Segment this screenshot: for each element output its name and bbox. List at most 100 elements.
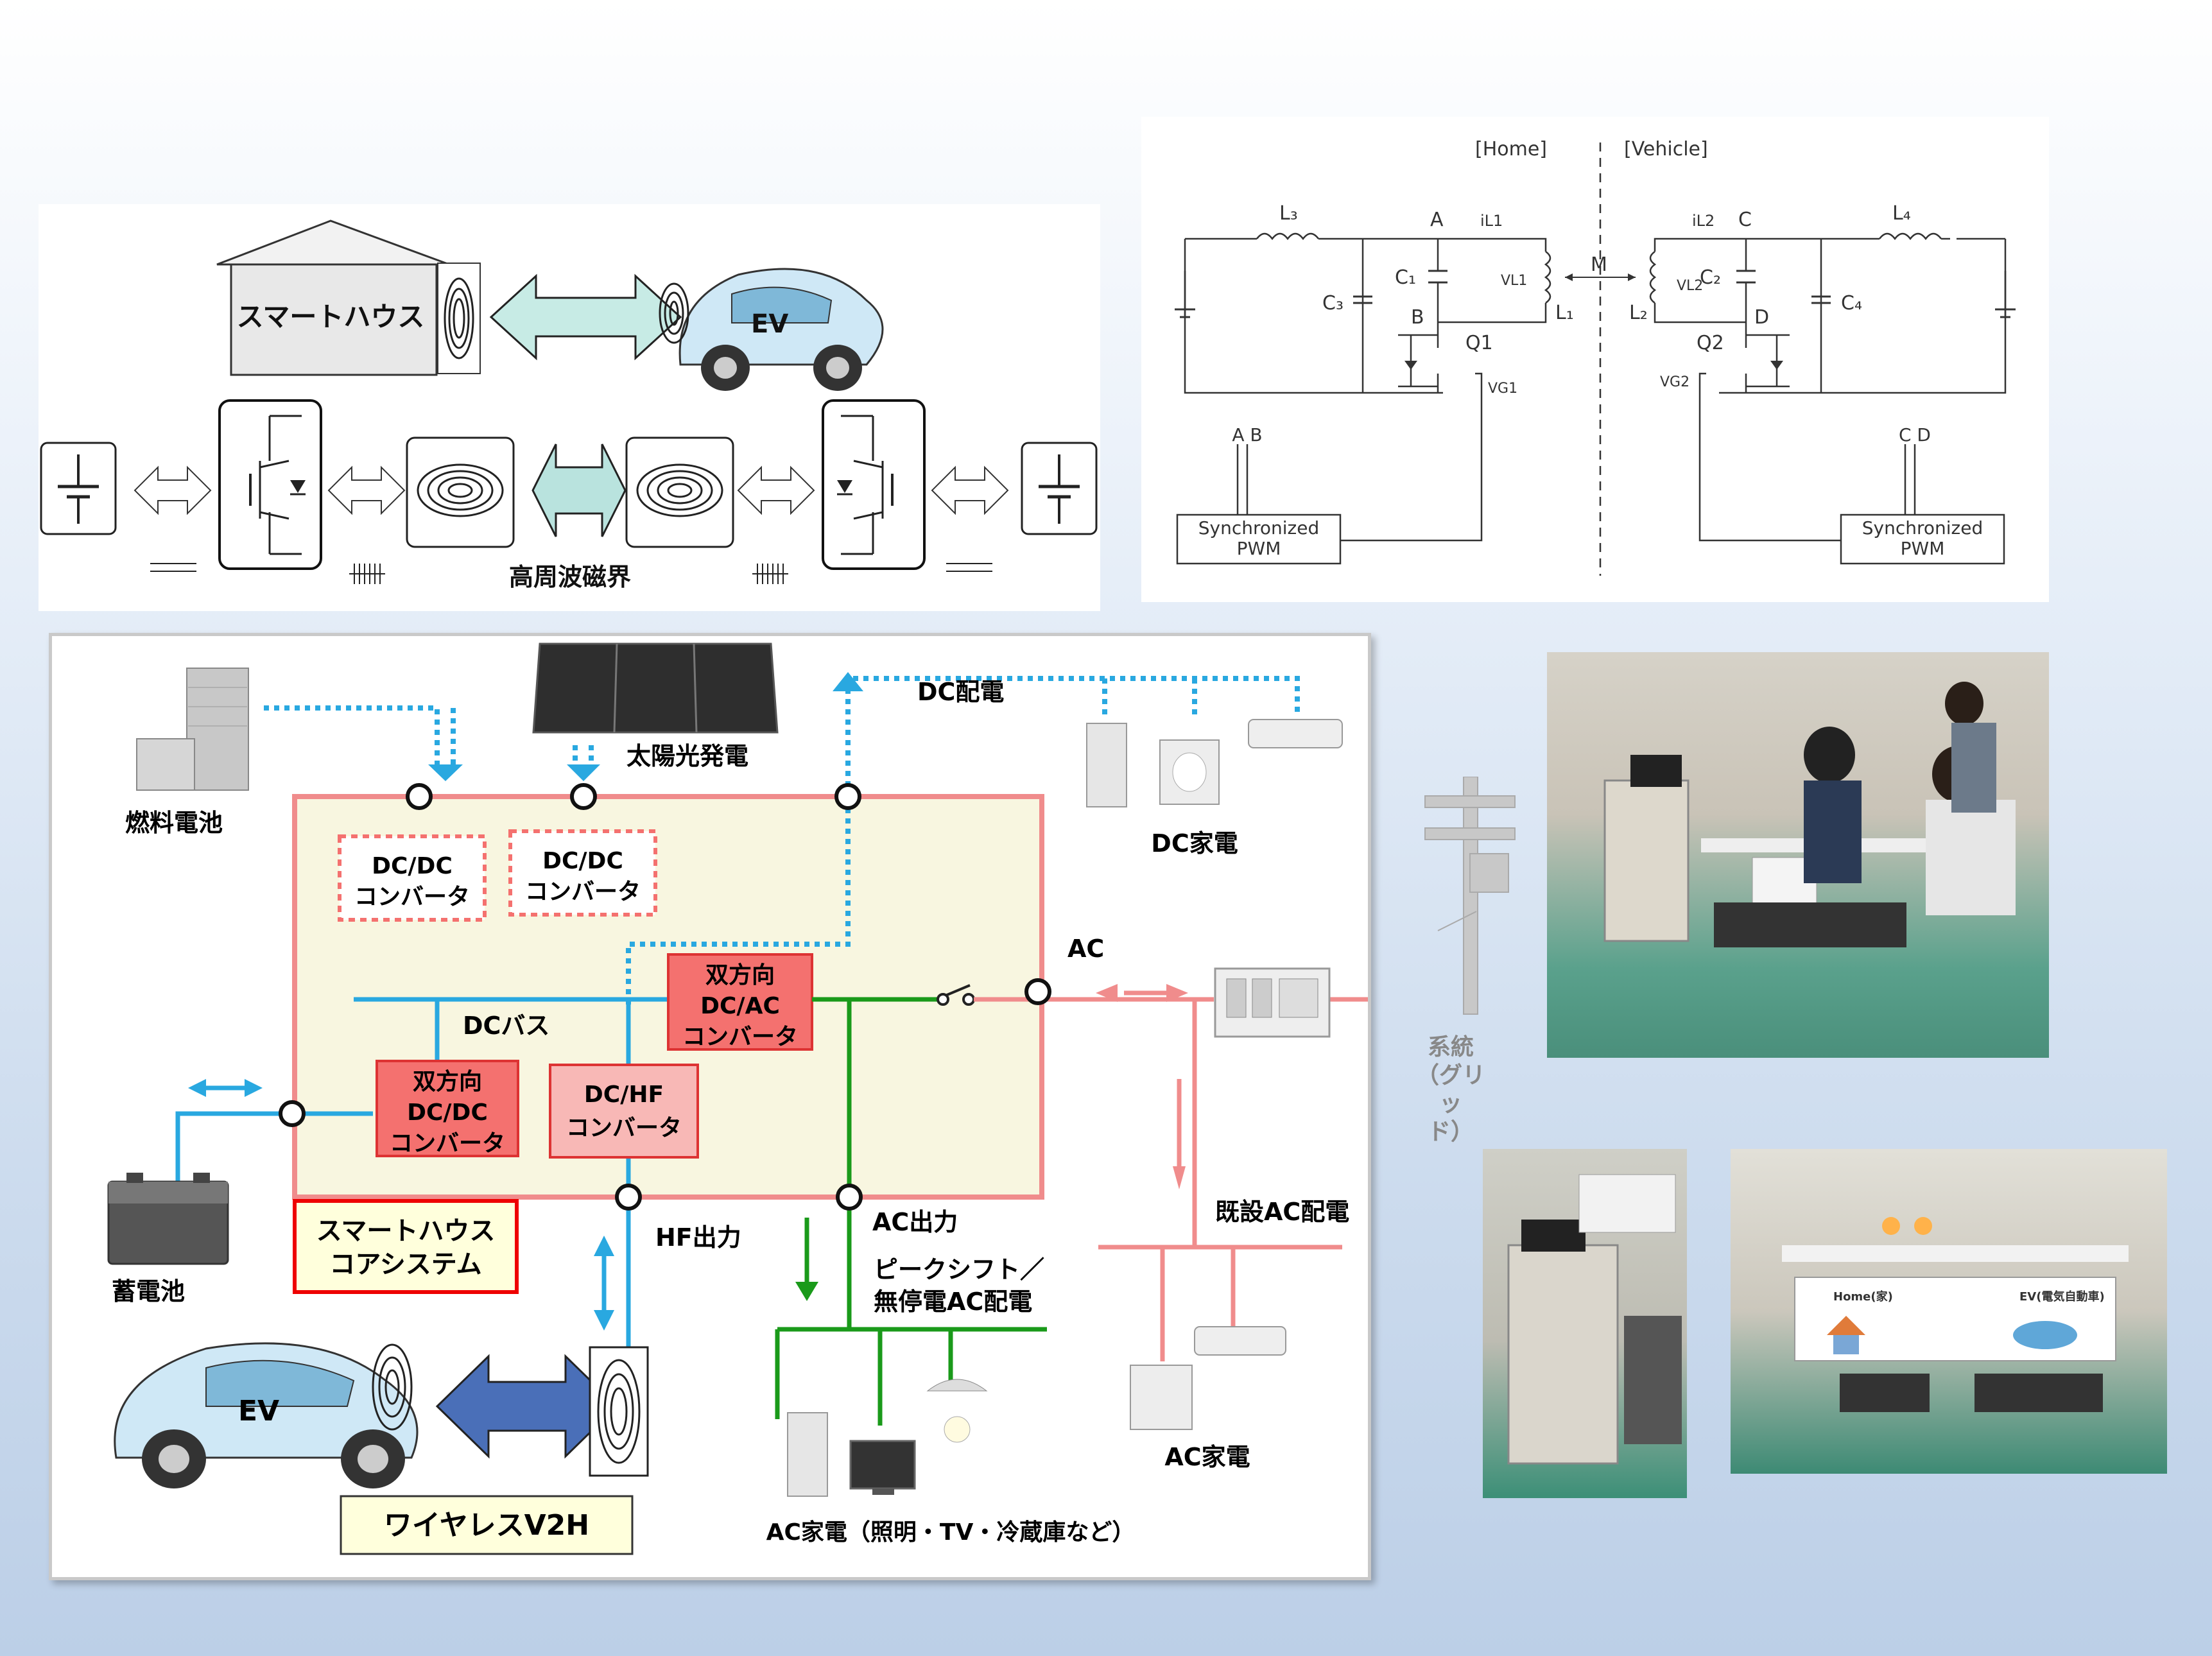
- circuit-svg: [Home] [Vehicle] L₃ L₄ C₃ C₄ C₁ C₂ L₁ L₂…: [1175, 138, 2016, 576]
- pwm-left-line2: PWM: [1237, 538, 1281, 559]
- bidir-dcdc-line2: DC/DC: [407, 1100, 488, 1126]
- grid-pole: 系統 （グリッ ド）: [1412, 776, 1541, 1145]
- dcdc-2-line1: DC/DC: [542, 848, 623, 874]
- dc-appliances-label: DC家電: [1151, 829, 1238, 858]
- pwm-box-right: [1840, 513, 2005, 565]
- l2-label: L₂: [1629, 302, 1648, 324]
- peakshift-line2: 無停電AC配電: [874, 1288, 1032, 1316]
- arrow-4-icon: [931, 465, 1009, 515]
- home-label: [Home]: [1475, 138, 1547, 160]
- coil-left-icon: [406, 436, 515, 548]
- q2-label: Q2: [1697, 332, 1724, 354]
- system-diagram-svg: 燃料電池 太陽光発電 DC配電 DC家電: [107, 643, 1471, 1555]
- bidir-dcdc-line1: 双方向: [413, 1069, 482, 1095]
- pwm-right-line2: PWM: [1901, 538, 1945, 559]
- m-label: M: [1591, 254, 1607, 276]
- node-c-label: C: [1738, 209, 1752, 231]
- pwm-left-line1: Synchronized: [1198, 517, 1319, 539]
- battery-right-icon: [1021, 442, 1098, 535]
- grid-line3: ド）: [1427, 1119, 1474, 1145]
- c1-label: C₁: [1395, 266, 1416, 289]
- arrow-2-icon: [327, 465, 406, 515]
- bidir-dcdc-converter: [376, 1060, 519, 1157]
- vl1-label: VL1: [1501, 273, 1527, 289]
- existing-ac-label: 既設AC配電: [1215, 1198, 1349, 1226]
- pwm-box-left: [1176, 513, 1342, 565]
- coil-right-icon: [625, 436, 734, 548]
- wireless-concept-panel: スマートハウス EV: [39, 204, 1100, 611]
- fuel-cell-icon: [136, 668, 249, 791]
- wireless-v2h-label: ワイヤレスV2H: [384, 1509, 589, 1542]
- booth-sign-home: Home(家): [1833, 1289, 1893, 1304]
- dchf-line1: DC/HF: [584, 1082, 664, 1108]
- hf-wave-left-icon: [349, 564, 385, 584]
- storage-battery-icon: [107, 1173, 229, 1265]
- grid-line2: （グリッ: [1415, 1062, 1485, 1117]
- dchf-converter: [549, 1064, 699, 1159]
- dcdc-1-line2: コンバータ: [354, 884, 470, 910]
- fuel-cell-label: 燃料電池: [125, 809, 223, 837]
- bus-nodes: [279, 783, 1051, 1211]
- ac-switch-icon: [937, 984, 975, 1006]
- vg1-label: VG1: [1488, 381, 1517, 397]
- inverter-left-icon: [218, 399, 322, 570]
- vg2-label: VG2: [1660, 374, 1689, 390]
- ac-appliances-main-icon: [787, 1379, 988, 1497]
- node-b-label: B: [1411, 306, 1424, 329]
- dcdc-1-line1: DC/DC: [372, 853, 453, 879]
- ac-appliances-icon: [1130, 1326, 1286, 1430]
- hf-wave-right-icon: [752, 564, 788, 584]
- l4-label: L₄: [1892, 202, 1911, 225]
- inverter-right-icon: [822, 399, 926, 570]
- house-label: スマートハウス: [237, 301, 425, 332]
- bidirectional-arrow-icon: [489, 273, 682, 361]
- battery-label: 蓄電池: [112, 1277, 185, 1306]
- breaker-panel-icon: [1214, 967, 1331, 1038]
- hf-output-label: HF出力: [655, 1223, 741, 1252]
- ab-label: A B: [1232, 424, 1262, 445]
- ac-appliances-label: AC家電: [1164, 1443, 1250, 1471]
- lab-photo-booth: Home(家) EV(電気自動車): [1731, 1149, 2167, 1474]
- dc-appliances-icon: [1086, 719, 1343, 807]
- core-line1: スマートハウス: [316, 1216, 496, 1246]
- ev-label-top: EV: [751, 309, 788, 339]
- lab-photo-booth-svg: Home(家) EV(電気自動車): [1782, 1217, 2129, 1412]
- solar-label: 太陽光発電: [626, 742, 748, 770]
- wireless-concept-svg: スマートハウス EV: [40, 220, 1098, 591]
- battery-left-icon: [40, 442, 117, 535]
- bidir-dcac-line2: DC/AC: [700, 993, 780, 1019]
- lab-photo-main: [1547, 652, 2049, 1058]
- bidir-dcdc-line3: コンバータ: [390, 1130, 505, 1157]
- dcdc-converter-2: [508, 829, 657, 917]
- node-d-label: D: [1754, 306, 1769, 329]
- arrow-3-icon: [737, 465, 815, 515]
- cd-label: C D: [1899, 424, 1931, 445]
- bidir-dcac-line3: コンバータ: [682, 1024, 798, 1050]
- c2-label: C₂: [1700, 266, 1721, 289]
- ev-car-icon: EV: [659, 268, 884, 391]
- node-a-label: A: [1430, 209, 1444, 231]
- ev-car-bottom-icon: [114, 1342, 419, 1488]
- booth-sign-ev: EV(電気自動車): [2019, 1289, 2105, 1304]
- il2-label: iL2: [1692, 212, 1715, 230]
- house-coil-icon: [444, 277, 474, 359]
- hf-field-label: 高周波磁界: [509, 563, 631, 591]
- solar-panel-icon: [532, 643, 779, 734]
- dc-distribution-label: DC配電: [917, 678, 1004, 706]
- ground-coil-icon: [589, 1346, 649, 1477]
- bidir-dcac-converter: [667, 953, 813, 1051]
- peakshift-line1: ピークシフト／: [874, 1255, 1044, 1284]
- il1-label: iL1: [1480, 212, 1503, 230]
- grid-line1: 系統: [1427, 1034, 1474, 1060]
- dchf-line2: コンバータ: [566, 1115, 682, 1141]
- smart-house-icon: スマートハウス: [216, 220, 481, 376]
- system-diagram-panel: 燃料電池 太陽光発電 DC配電 DC家電: [49, 633, 1471, 1580]
- q1-label: Q1: [1465, 332, 1493, 354]
- core-system-box: [293, 1199, 519, 1294]
- dcdc-converter-1: [338, 834, 487, 922]
- dc-bus-label: DCバス: [463, 1012, 549, 1040]
- utility-pole-icon: [1424, 776, 1516, 1015]
- vehicle-label: [Vehicle]: [1624, 138, 1708, 160]
- ev-coil-icon: [659, 282, 689, 344]
- c3-label: C₃: [1322, 292, 1344, 315]
